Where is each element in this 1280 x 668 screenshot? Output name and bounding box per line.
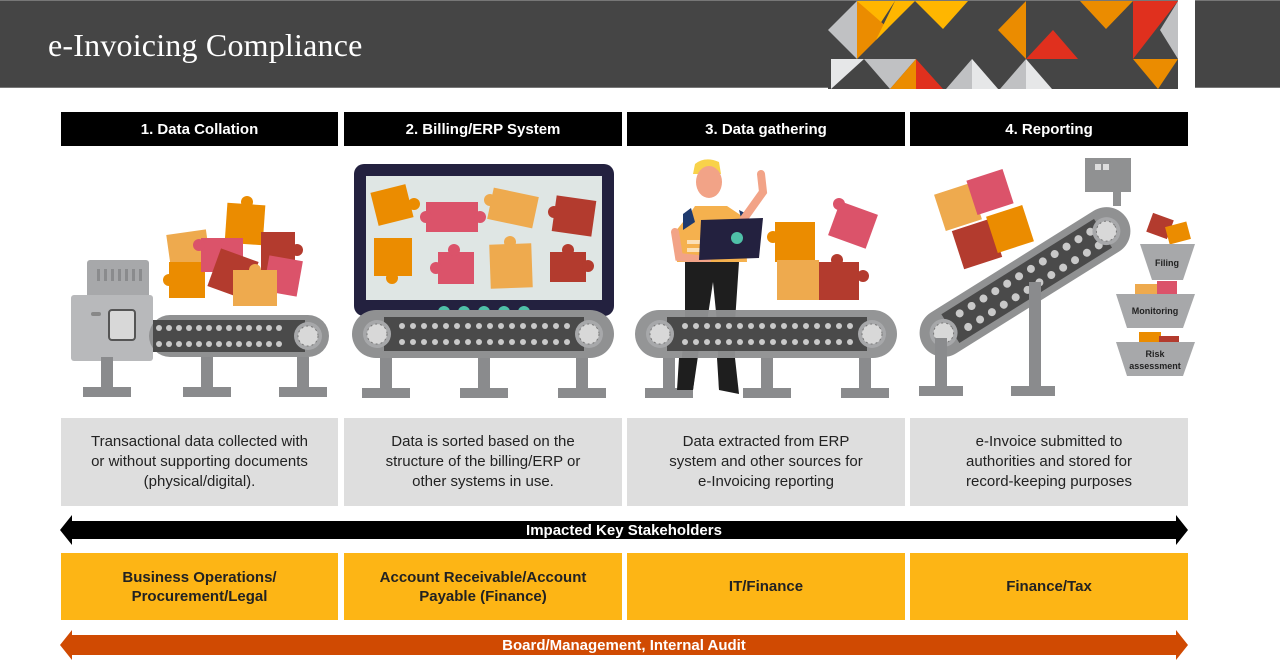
page-title: e-Invoicing Compliance [48, 27, 363, 63]
bin-filing [1140, 244, 1195, 280]
oversight-arrow: Board/Management, Internal Audit [60, 628, 1188, 662]
title-bar-side-panel [1195, 0, 1280, 88]
step-description-4: e-Invoice submitted to authorities and s… [910, 418, 1188, 506]
double-arrow-icon [60, 515, 1188, 545]
bin-risk-label-line2: assessment [1129, 361, 1181, 371]
title-bar: e-Invoicing Compliance [0, 0, 1178, 89]
step-description-3: Data extracted from ERP system and other… [627, 418, 905, 506]
step-header-1: 1. Data Collation [61, 112, 338, 146]
bin-risk-assessment [1116, 342, 1195, 376]
oversight-arrow-label: Board/Management, Internal Audit [502, 637, 746, 654]
bin-risk-label-line1: Risk [1145, 349, 1165, 359]
stakeholder-box-2: Account Receivable/Account Payable (Fina… [344, 553, 622, 620]
step-description-2: Data is sorted based on the structure of… [344, 418, 622, 506]
step-header-2: 2. Billing/ERP System [344, 112, 622, 146]
step-header-3: 3. Data gathering [627, 112, 905, 146]
stakeholder-box-1: Business Operations/ Procurement/Legal [61, 553, 338, 620]
step-description-1: Transactional data collected with or wit… [61, 418, 338, 506]
machine-conveyor-puzzle-icon [71, 196, 329, 397]
double-arrow-icon [60, 630, 1188, 660]
decorative-triangle-pattern [828, 1, 1178, 89]
worker-laptop-conveyor-icon [635, 159, 897, 398]
stakeholder-box-3: IT/Finance [627, 553, 905, 620]
monitor-conveyor-puzzle-icon [352, 164, 614, 398]
step-header-4: 4. Reporting [910, 112, 1188, 146]
bin-monitoring [1116, 294, 1195, 328]
inclined-conveyor-bins-icon: Filing Monitoring Risk assessment [919, 158, 1195, 396]
stakeholder-box-4: Finance/Tax [910, 553, 1188, 620]
stakeholders-arrow: Impacted Key Stakeholders [60, 513, 1188, 547]
stakeholders-arrow-label: Impacted Key Stakeholders [526, 522, 722, 539]
bin-filing-label: Filing [1155, 258, 1179, 268]
bin-monitoring-label: Monitoring [1132, 306, 1179, 316]
